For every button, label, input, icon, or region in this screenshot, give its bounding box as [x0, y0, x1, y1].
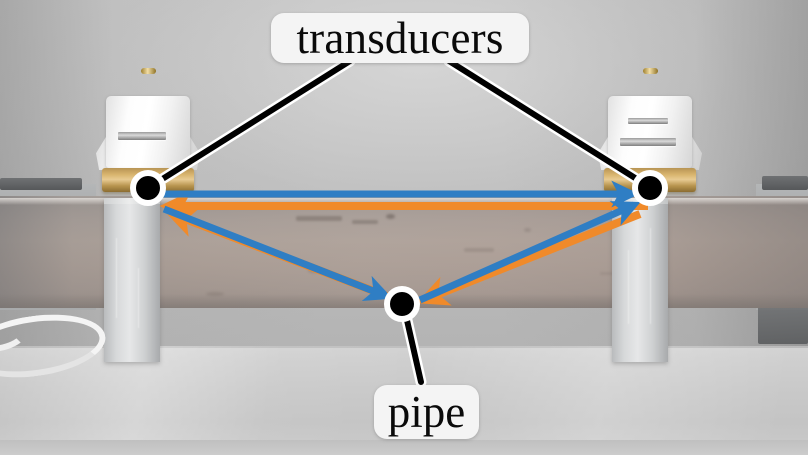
pipe-texture-spot	[524, 228, 531, 232]
right-transducer	[598, 68, 702, 192]
blue-reflect-up	[418, 201, 641, 304]
right-transducer-slot-upper	[628, 118, 668, 124]
left-transducer-marker	[130, 170, 166, 206]
left-support-post	[104, 198, 160, 362]
right-back-rail-cap	[762, 176, 808, 190]
post-scratch	[650, 228, 651, 324]
leader-lines-group	[150, 55, 649, 388]
right-transducer-connector-tip	[643, 68, 658, 74]
pipe-marker	[384, 286, 420, 322]
blue-wave-group	[152, 180, 641, 304]
right-transducer-housing	[608, 96, 692, 168]
right-transducer-marker	[632, 170, 668, 206]
blue-reflect-down	[162, 205, 393, 301]
post-scratch	[138, 268, 139, 328]
left-transducer	[96, 68, 200, 192]
left-back-rail-cap	[0, 178, 82, 190]
pipe-texture-streak	[296, 216, 342, 221]
pipe-label: pipe	[374, 385, 479, 439]
table-front-edge	[0, 346, 808, 348]
leader-to-left-transducer	[153, 58, 353, 186]
marker-dots-group	[130, 170, 668, 322]
pipe-texture-streak	[352, 220, 378, 224]
pipe-bar-top-highlight	[0, 198, 808, 205]
table-lower-band	[0, 440, 808, 455]
left-support-post-top	[104, 198, 160, 204]
transducers-label: transducers	[271, 13, 529, 63]
pipe-texture-spot	[386, 214, 395, 219]
left-transducer-slot	[118, 132, 166, 140]
right-transducer-slot-lower	[620, 138, 676, 146]
leader-to-right-transducer	[446, 58, 646, 186]
post-scratch	[116, 238, 117, 318]
post-scratch	[628, 250, 629, 324]
pipe-texture-streak	[464, 248, 494, 252]
orange-wave-group	[159, 190, 648, 306]
left-transducer-connector-tip	[141, 68, 156, 74]
pipe-texture-spot	[206, 292, 224, 296]
